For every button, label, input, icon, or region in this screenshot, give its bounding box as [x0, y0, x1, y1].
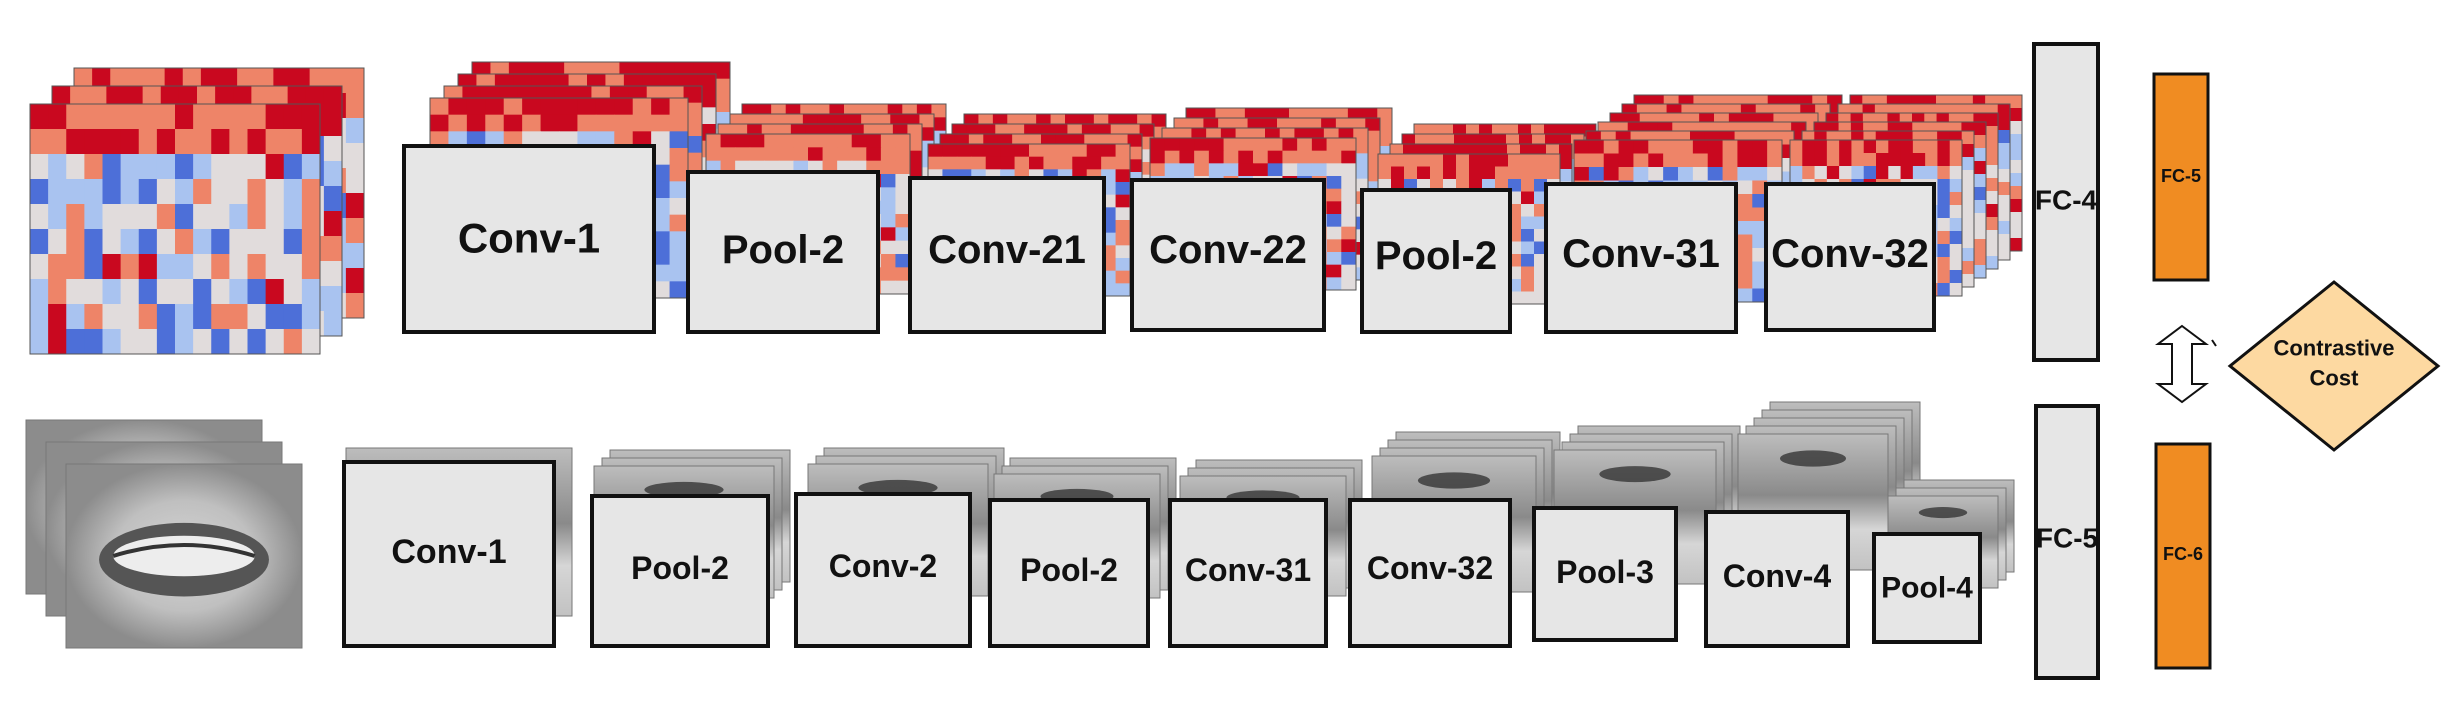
- visual-label-conv-2: Conv-2: [829, 548, 937, 584]
- visual-label-pool-2b: Pool-2: [1020, 552, 1118, 588]
- audio-layer-conv-21: Conv-21: [910, 114, 1167, 332]
- visual-layer-conv-32: Conv-32: [1350, 432, 1560, 646]
- visual-layer-conv-31: Conv-31: [1170, 460, 1362, 646]
- audio-label-conv-21: Conv-21: [928, 228, 1086, 272]
- contrastive-cost: Contrastive Cost: [2230, 282, 2438, 450]
- visual-layer-conv-1: Conv-1: [344, 448, 572, 646]
- audio-label-fc-4: FC-4: [2035, 185, 2098, 216]
- visual-layer-pool-2a: Pool-2: [592, 450, 790, 646]
- audio-label-conv-31: Conv-31: [1562, 232, 1720, 276]
- visual-label-fc-5: FC-5: [2036, 523, 2098, 554]
- audio-fc-4: FC-4: [2034, 44, 2098, 360]
- visual-label-conv-31: Conv-31: [1185, 552, 1311, 588]
- visual-stream: Conv-1 Pool-2 Conv-2 Pool-2 Conv-31 Conv…: [26, 402, 2210, 678]
- visual-label-pool-2a: Pool-2: [631, 550, 729, 586]
- cost-label-line2: Cost: [2310, 366, 2360, 391]
- visual-layer-pool-4: Pool-4: [1874, 480, 2014, 642]
- visual-layer-pool-2b: Pool-2: [990, 458, 1176, 646]
- visual-label-conv-32: Conv-32: [1367, 550, 1493, 586]
- audio-label-conv-22: Conv-22: [1149, 228, 1307, 272]
- visual-fc-6: FC-6: [2156, 444, 2210, 668]
- audio-stream: Conv-1 Pool-2 Conv-21 Conv-22 Pool-2 Con…: [30, 44, 2208, 360]
- audio-label-fc-5: FC-5: [2161, 166, 2201, 186]
- double-arrow-icon: [2158, 326, 2216, 402]
- audio-label-conv-32: Conv-32: [1771, 232, 1929, 276]
- visual-layer-conv-2: Conv-2: [796, 448, 1004, 646]
- visual-label-conv-4: Conv-4: [1723, 558, 1832, 594]
- visual-fc-5: FC-5: [2036, 406, 2098, 678]
- heatmap-layer: [30, 104, 321, 355]
- audio-layer-conv-1: Conv-1: [404, 62, 731, 332]
- mouth-image-frames-icon: [26, 420, 302, 648]
- audio-label-pool-2b: Pool-2: [1375, 234, 1497, 278]
- audio-label-pool-2a: Pool-2: [722, 228, 844, 272]
- visual-label-conv-1: Conv-1: [391, 533, 506, 571]
- audio-layer-conv-22: Conv-22: [1132, 108, 1393, 330]
- visual-label-pool-3: Pool-3: [1556, 554, 1654, 590]
- mouth-image: [66, 464, 302, 648]
- visual-label-fc-6: FC-6: [2163, 544, 2203, 564]
- audio-fc-5: FC-5: [2154, 74, 2208, 280]
- cost-label-line1: Contrastive: [2273, 336, 2394, 361]
- audio-layer-pool-2a: Pool-2: [688, 104, 947, 332]
- audio-label-conv-1: Conv-1: [458, 215, 600, 262]
- audio-feature-heatmap-icon: [30, 68, 365, 355]
- visual-label-pool-4: Pool-4: [1881, 572, 1973, 605]
